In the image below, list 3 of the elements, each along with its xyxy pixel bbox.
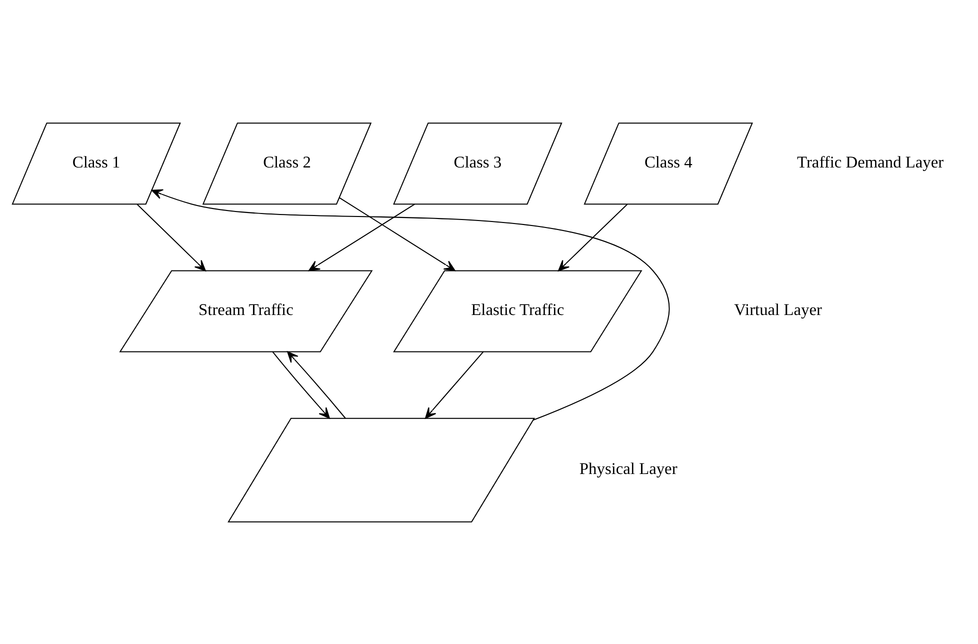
label: Physical Layer [579,458,678,478]
label: Traffic Demand Layer [797,152,944,171]
label: Virtual Layer [734,300,822,319]
